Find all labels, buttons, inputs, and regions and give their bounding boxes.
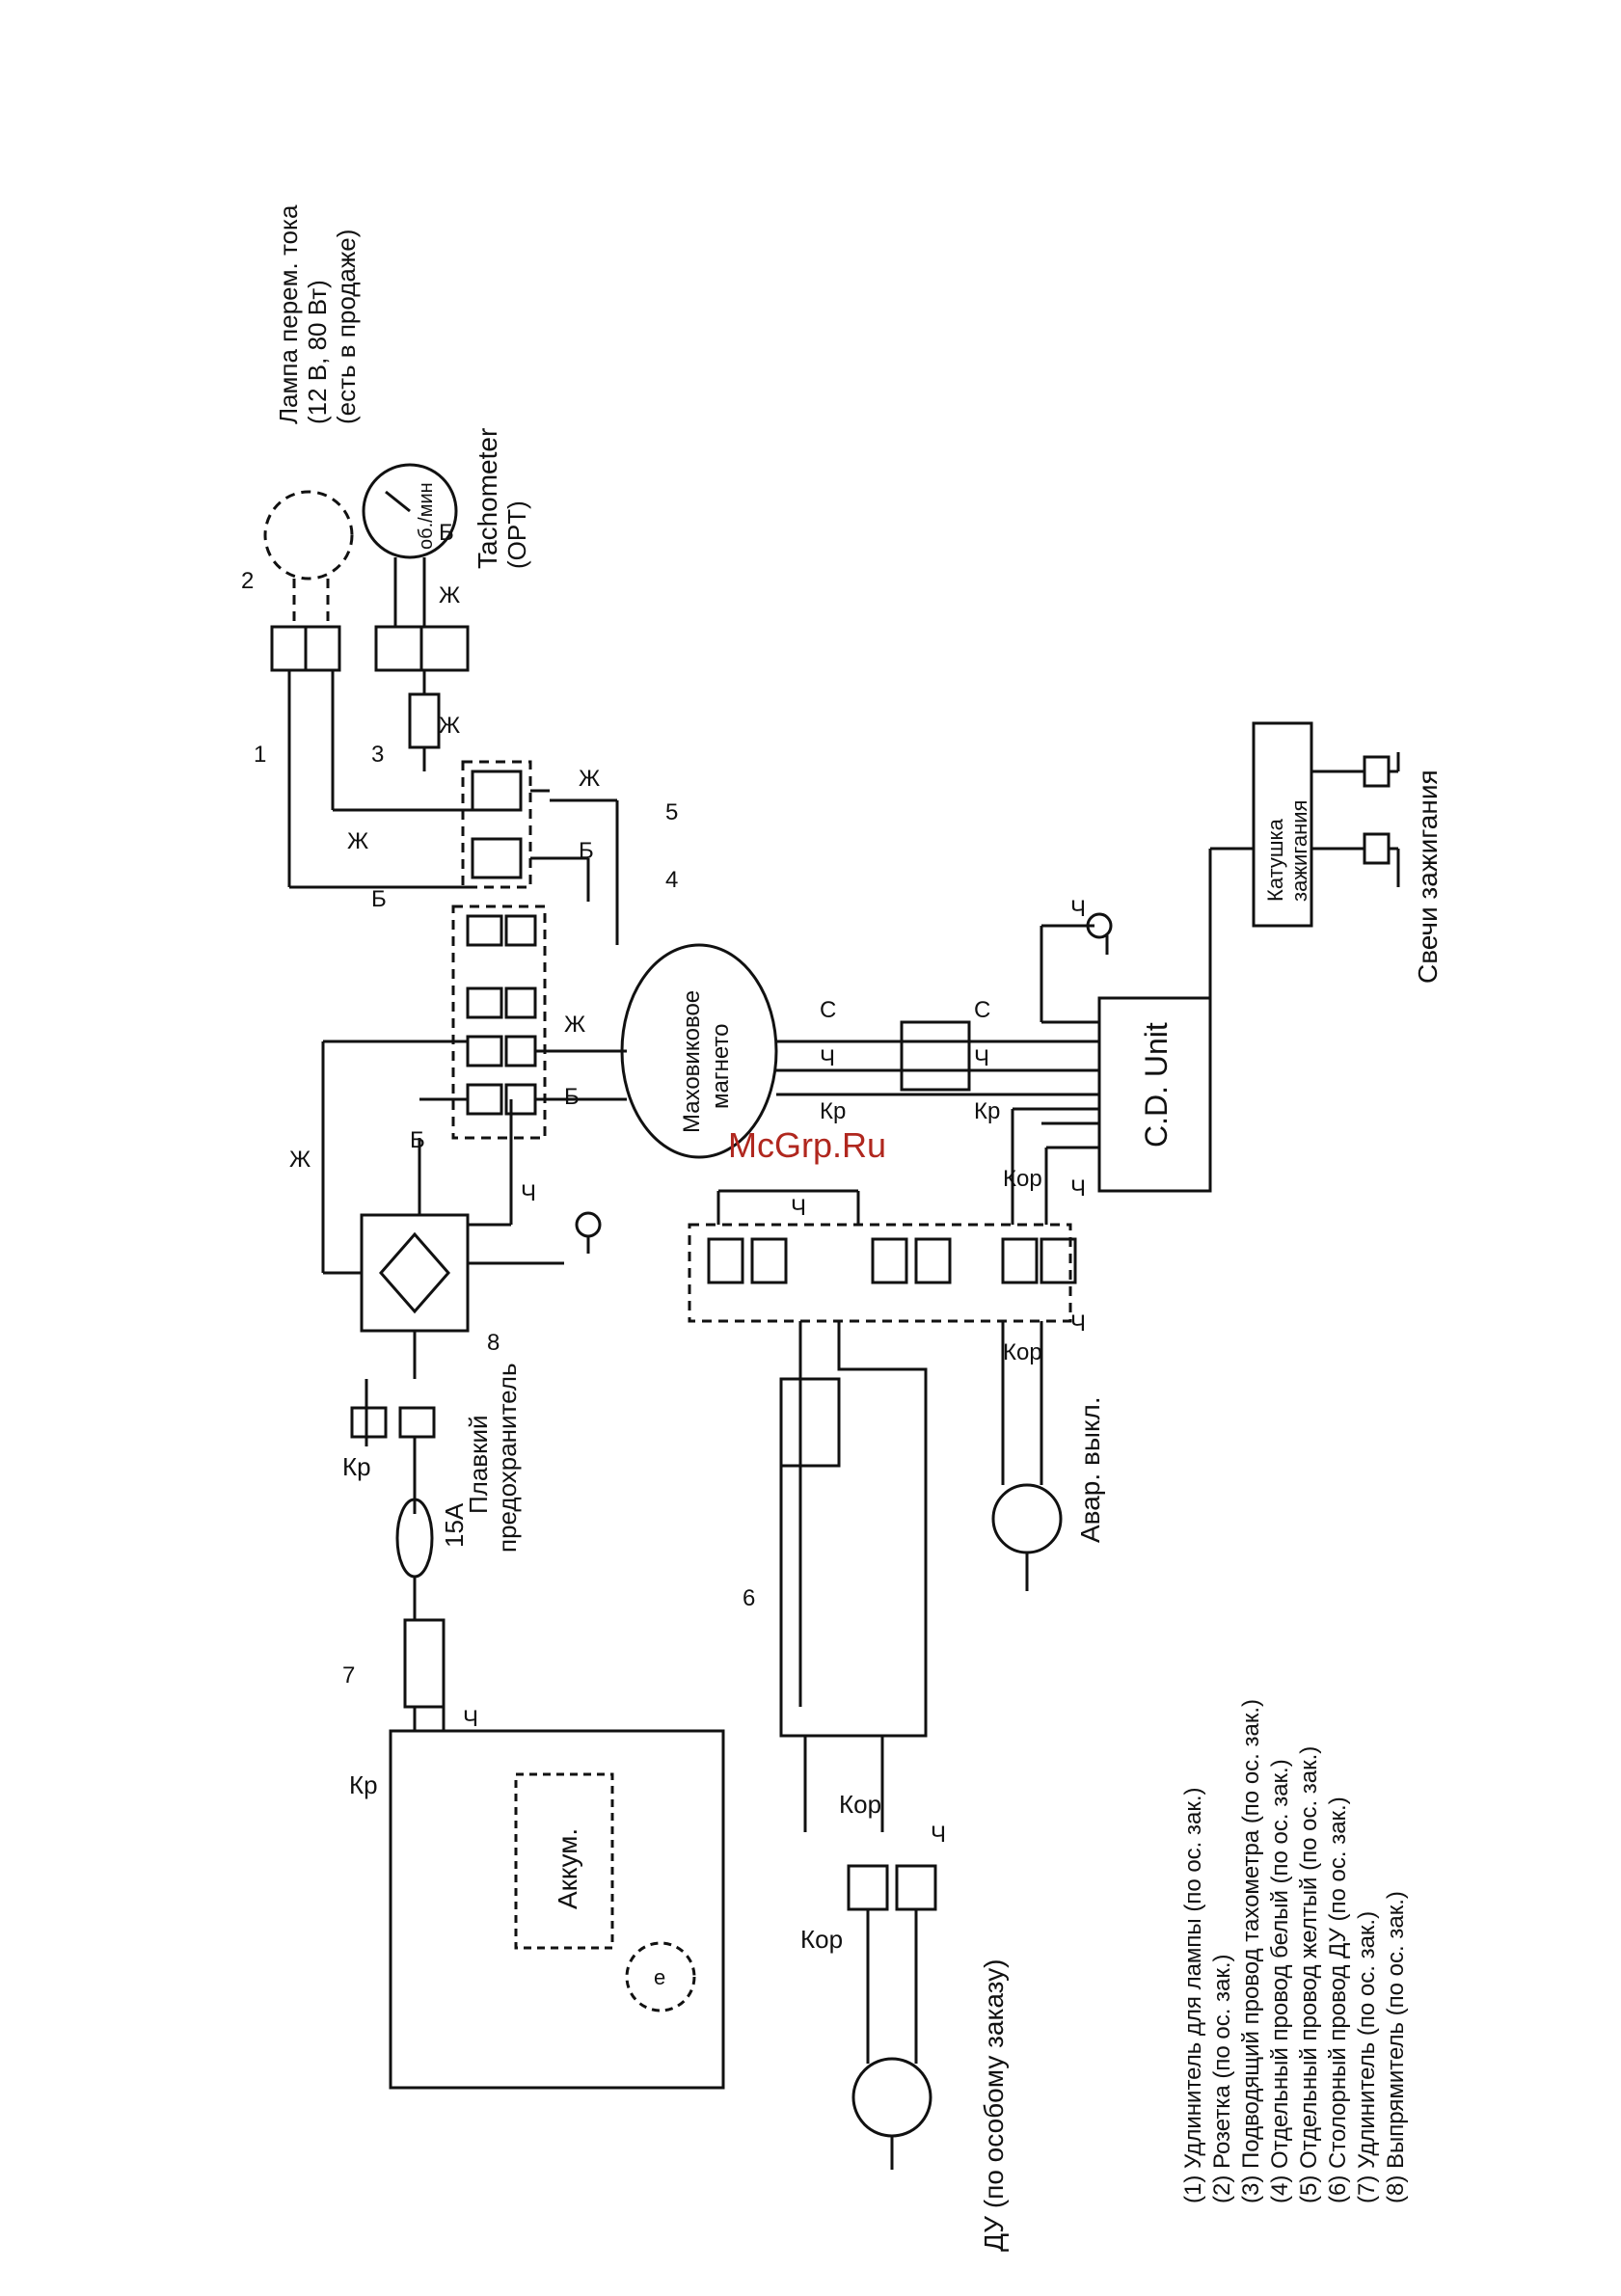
legend: (1) Удлинитель для лампы (по ос. зак.) (… (1180, 1699, 1409, 2203)
callout-2: 2 (241, 568, 254, 594)
legend-item-5: (5) Отдельный провод желтый (по ос. зак.… (1296, 1746, 1322, 2203)
wire-label-ch-2: Ч (463, 1706, 478, 1732)
wire-label-b-4: Б (564, 1084, 580, 1110)
tacho-connector (374, 625, 470, 672)
legend-item-3: (3) Подводящий провод тахометра (по ос. … (1238, 1699, 1264, 2203)
magneto-label-1: Маховиковое (679, 990, 705, 1133)
wire-label-zh-2: Ж (439, 713, 460, 739)
cd-unit-label: C.D. Unit (1139, 1022, 1174, 1148)
fuse-amp-label: 15A (440, 1502, 469, 1548)
wire-label-zh-3: Ж (347, 828, 368, 854)
emergency-switch (991, 1483, 1063, 1554)
spark-plug-upper (1311, 752, 1400, 788)
legend-item-8: (8) Выпрямитель (по ос. зак.) (1383, 1891, 1409, 2203)
wire-label-kr-1: Кр (342, 1452, 371, 1481)
ignition-coil (1252, 721, 1313, 928)
fuse-label-2: предохранитель (493, 1364, 522, 1553)
wire-label-ch-7: Ч (820, 1045, 835, 1071)
callout-5: 5 (665, 799, 678, 825)
wire-label-zh-4: Ж (579, 766, 600, 792)
fuse-label-1: Плавкий (464, 1415, 493, 1514)
wire-label-zh-5: Ж (564, 1012, 585, 1038)
flywheel-magneto (620, 943, 778, 1159)
callout-7: 7 (342, 1662, 355, 1688)
emergency-switch-label: Авар. выкл. (1075, 1396, 1105, 1543)
wire-label-ch-3: Ч (791, 1195, 806, 1221)
lamp-label-2: (12 В, 80 Вт) (303, 280, 332, 424)
wire-label-ch-4: Ч (1070, 1175, 1086, 1202)
wire-label-s-1: С (820, 997, 836, 1023)
wire-label-b-5: Б (410, 1127, 425, 1153)
ignition-coil-label-1: Катушка (1263, 818, 1287, 902)
lamp-socket-2 (270, 625, 341, 672)
wire-label-kp-1: Кр (820, 1098, 846, 1124)
callout-1: 1 (254, 742, 266, 768)
magneto-label-2: магнето (708, 1024, 734, 1109)
main-connector-block (451, 905, 547, 1140)
wire-label-ch-5: Ч (1070, 1310, 1086, 1337)
wire-label-zh-1: Ж (439, 582, 460, 608)
watermark: McGrp.Ru (728, 1125, 886, 1165)
wire-label-ch-1: Ч (521, 1180, 536, 1206)
wire-label-s-2: С (974, 997, 990, 1023)
tachometer-opt: (OPT) (502, 500, 531, 569)
tachometer-dial (362, 463, 458, 559)
callout-4: 4 (665, 867, 678, 893)
legend-item-7: (7) Удлинитель (по ос. зак.) (1354, 1911, 1380, 2203)
wire-label-b-1: Б (439, 520, 454, 546)
lamp-label-3: (есть в продаже) (332, 230, 361, 424)
lamp-circle (263, 490, 354, 581)
tacho-lead-3 (408, 692, 441, 749)
wire-label-kor-1: Кор (1003, 1339, 1042, 1365)
extension-7 (403, 1618, 446, 1709)
diagram-labels: Лампа перем. тока (12 В, 80 Вт) (есть в … (241, 204, 1443, 2252)
wire-label-kr-2: Кр (349, 1770, 378, 1799)
wire-label-b-3: Б (579, 838, 594, 864)
callout-3: 3 (371, 742, 384, 768)
remote-control-unit (851, 2057, 932, 2138)
tacho-dial-label: об./мин (416, 482, 437, 550)
remote-control-label: ДУ (по особому заказу) (979, 1959, 1009, 2252)
legend-item-6: (6) Столорный провод ДУ (по ос. зак.) (1325, 1796, 1351, 2203)
spark-plugs-label: Свечи зажигания (1413, 770, 1443, 984)
legend-item-2: (2) Розетка (по ос. зак.) (1209, 1954, 1235, 2203)
tachometer-label: Tachometer (473, 428, 502, 569)
wire-label-b-2: Б (371, 886, 387, 912)
callout-8: 8 (487, 1330, 500, 1356)
lamp-label-1: Лампа перем. тока (274, 204, 303, 424)
wire-label-kp-2: Кр (974, 1098, 1000, 1124)
battery-mark: e (654, 1965, 665, 1989)
legend-item-1: (1) Удлинитель для лампы (по ос. зак.) (1180, 1787, 1206, 2203)
wire-label-ch-8: Ч (974, 1045, 989, 1071)
battery-box (389, 1729, 725, 2090)
ignition-coil-label-2: зажигания (1287, 800, 1311, 902)
wire-label-kor-2: Кор (1003, 1166, 1042, 1192)
spark-plug-lower (1311, 832, 1400, 887)
battery-label: Аккум. (553, 1828, 582, 1909)
wire-label-kor-4: Кор (800, 1925, 843, 1954)
wire-label-ch-6: Ч (1070, 896, 1086, 922)
callout-6: 6 (743, 1585, 755, 1611)
legend-item-4: (4) Отдельный провод белый (по ос. зак.) (1267, 1759, 1293, 2203)
wire-label-ch-9: Ч (931, 1822, 946, 1848)
wire-label-zh-6: Ж (289, 1147, 311, 1173)
wire-label-kor-3: Кор (839, 1790, 881, 1819)
